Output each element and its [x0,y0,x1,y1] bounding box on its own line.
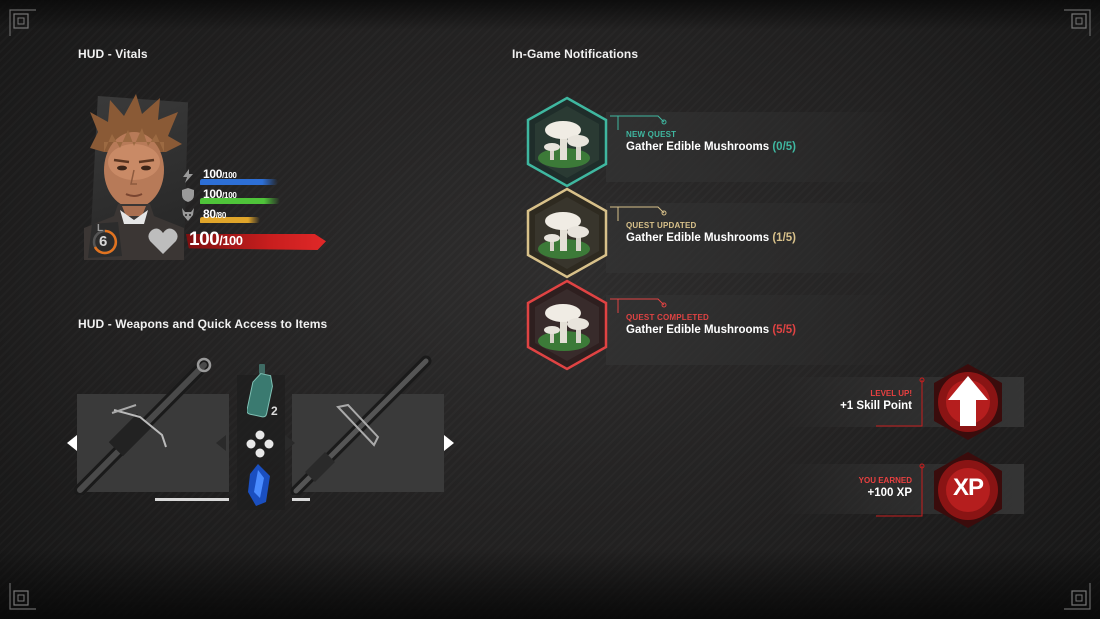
quest-name: Gather Edible Mushrooms [626,141,770,153]
level-value: 6 [99,233,108,250]
dpad-icon [246,430,274,458]
stamina-current: 100 [203,167,223,181]
notification-status: QUEST COMPLETED [626,313,710,322]
xp-badge-icon [934,452,1002,528]
quick-slot-left-arrow-icon[interactable] [215,435,227,451]
level-label: L [97,223,104,234]
quest-name: Gather Edible Mushrooms [626,232,770,244]
armor-current: 100 [203,187,223,201]
corner-ornament-bottom-right [1064,583,1091,610]
corner-ornament-bottom-left [9,583,36,610]
notification-title: Gather Edible Mushrooms (0/5) [626,141,796,153]
quest-progress: (1/5) [772,232,796,244]
mushroom-quest-icon [526,279,608,371]
xp-badge-label: XP [952,474,984,501]
notification-strip [606,295,906,365]
notification-status: NEW QUEST [626,130,677,139]
rage-max: /80 [215,211,227,220]
notification-strip [606,203,906,273]
notification-title: Gather Edible Mushrooms (1/5) [626,232,796,244]
previous-weapon-arrow-icon[interactable] [66,435,78,451]
health-current: 100 [189,229,220,250]
circuit-ornament-icon [610,206,667,221]
potion-bottle-icon[interactable] [247,362,275,418]
rage-readout: 80/80 [203,207,226,221]
notification-title: Gather Edible Mushrooms (5/5) [626,324,796,336]
corner-ornament-top-left [9,9,36,36]
weapons-section-title: HUD - Weapons and Quick Access to Items [78,317,328,331]
circuit-ornament-icon [610,298,667,313]
next-weapon-arrow-icon[interactable] [443,435,455,451]
notifications-section-title: In-Game Notifications [512,47,639,61]
vitals-section-title: HUD - Vitals [78,47,148,61]
corner-ornament-top-right [1064,9,1091,36]
grunge-top-edge [0,0,1100,30]
quick-slot-right-arrow-icon[interactable] [284,435,296,451]
mushroom-quest-icon [526,96,608,188]
character-face-icon [84,94,184,260]
armor-max: /100 [222,191,237,200]
mushroom-quest-icon [526,187,608,279]
circuit-ornament-icon [610,115,667,130]
heart-icon [148,228,178,254]
stamina-bar [200,179,278,185]
wolf-icon [182,208,194,221]
reward-text: +1 Skill Point [840,400,912,412]
level-ring-icon [88,222,122,258]
notification-status: QUEST UPDATED [626,221,697,230]
circuit-ornament-icon [876,377,925,427]
arrow-up-icon [934,364,1002,440]
primary-ammo-bar [155,498,229,501]
health-bar [186,234,326,250]
reward-text: +100 XP [867,487,912,499]
stamina-readout: 100/100 [203,167,237,181]
quest-progress: (0/5) [772,141,796,153]
mana-crystal-icon[interactable] [244,462,274,508]
armor-readout: 100/100 [203,187,237,201]
health-max: /100 [219,233,243,248]
rage-current: 80 [203,207,216,221]
quest-name: Gather Edible Mushrooms [626,324,770,336]
rifle-weapon-icon [290,355,432,495]
stamina-max: /100 [222,171,237,180]
shield-icon [182,188,194,202]
crossbow-weapon-icon [74,357,212,495]
armor-bar [200,198,280,204]
grunge-bottom-edge [0,549,1100,619]
quick-item-count: 2 [271,404,278,418]
notification-strip [606,112,906,182]
reward-status: YOU EARNED [858,476,912,485]
secondary-ammo-bar [292,498,310,501]
circuit-ornament-icon [876,463,925,517]
health-readout: 100/100 [189,229,243,251]
rage-bar [200,217,260,223]
quest-progress: (5/5) [772,324,796,336]
lightning-icon [183,169,193,183]
reward-status: LEVEL UP! [870,389,912,398]
